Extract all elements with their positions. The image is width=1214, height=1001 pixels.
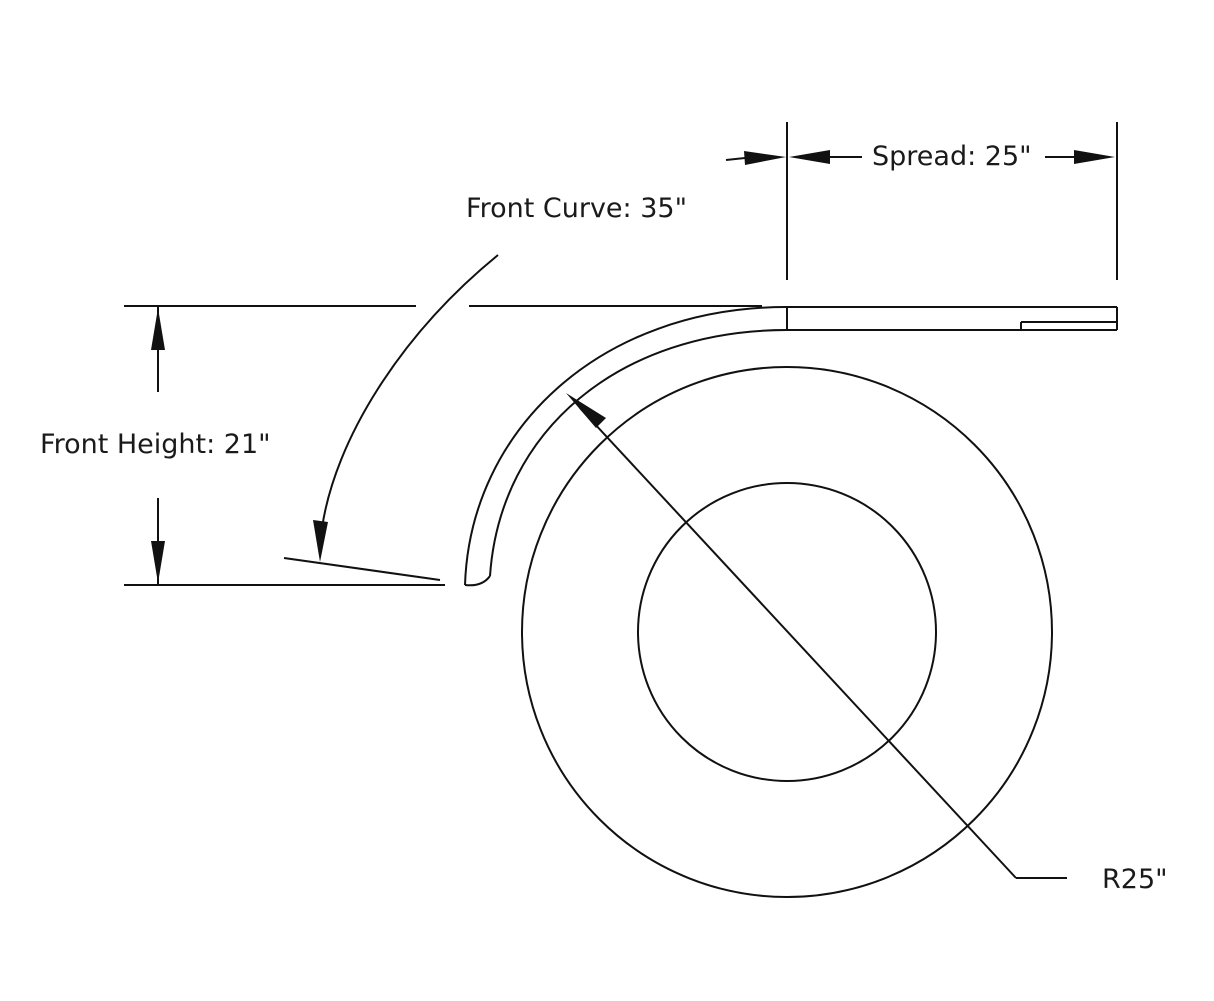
spread-label: Spread: 25" xyxy=(872,141,1032,172)
spread-leader-left-outside xyxy=(725,157,746,161)
height-arrowhead-down xyxy=(151,541,165,583)
spread-arrowhead-outside-left xyxy=(744,151,786,165)
spread-arrowhead-right xyxy=(1074,150,1115,164)
front-curve-label: Front Curve: 35" xyxy=(466,193,687,224)
height-arrowhead-up xyxy=(151,308,165,350)
front-curve-arrowhead xyxy=(313,520,328,562)
radius-label: R25" xyxy=(1102,864,1168,895)
radius-leader-diagonal xyxy=(579,407,1017,879)
tire-outer-circle xyxy=(521,366,1053,898)
rim-inner-circle xyxy=(637,482,937,782)
front-height-label: Front Height: 21" xyxy=(40,429,271,460)
spread-arrowhead-left xyxy=(789,150,830,164)
fender-curve-inner-edge xyxy=(489,329,788,577)
radius-arrowhead xyxy=(566,393,606,428)
fender-front-end-cap xyxy=(464,575,491,587)
front-curve-arc-leader xyxy=(321,254,499,529)
front-curve-extension-line xyxy=(283,557,441,581)
fender-curve-outer-edge xyxy=(464,306,788,586)
